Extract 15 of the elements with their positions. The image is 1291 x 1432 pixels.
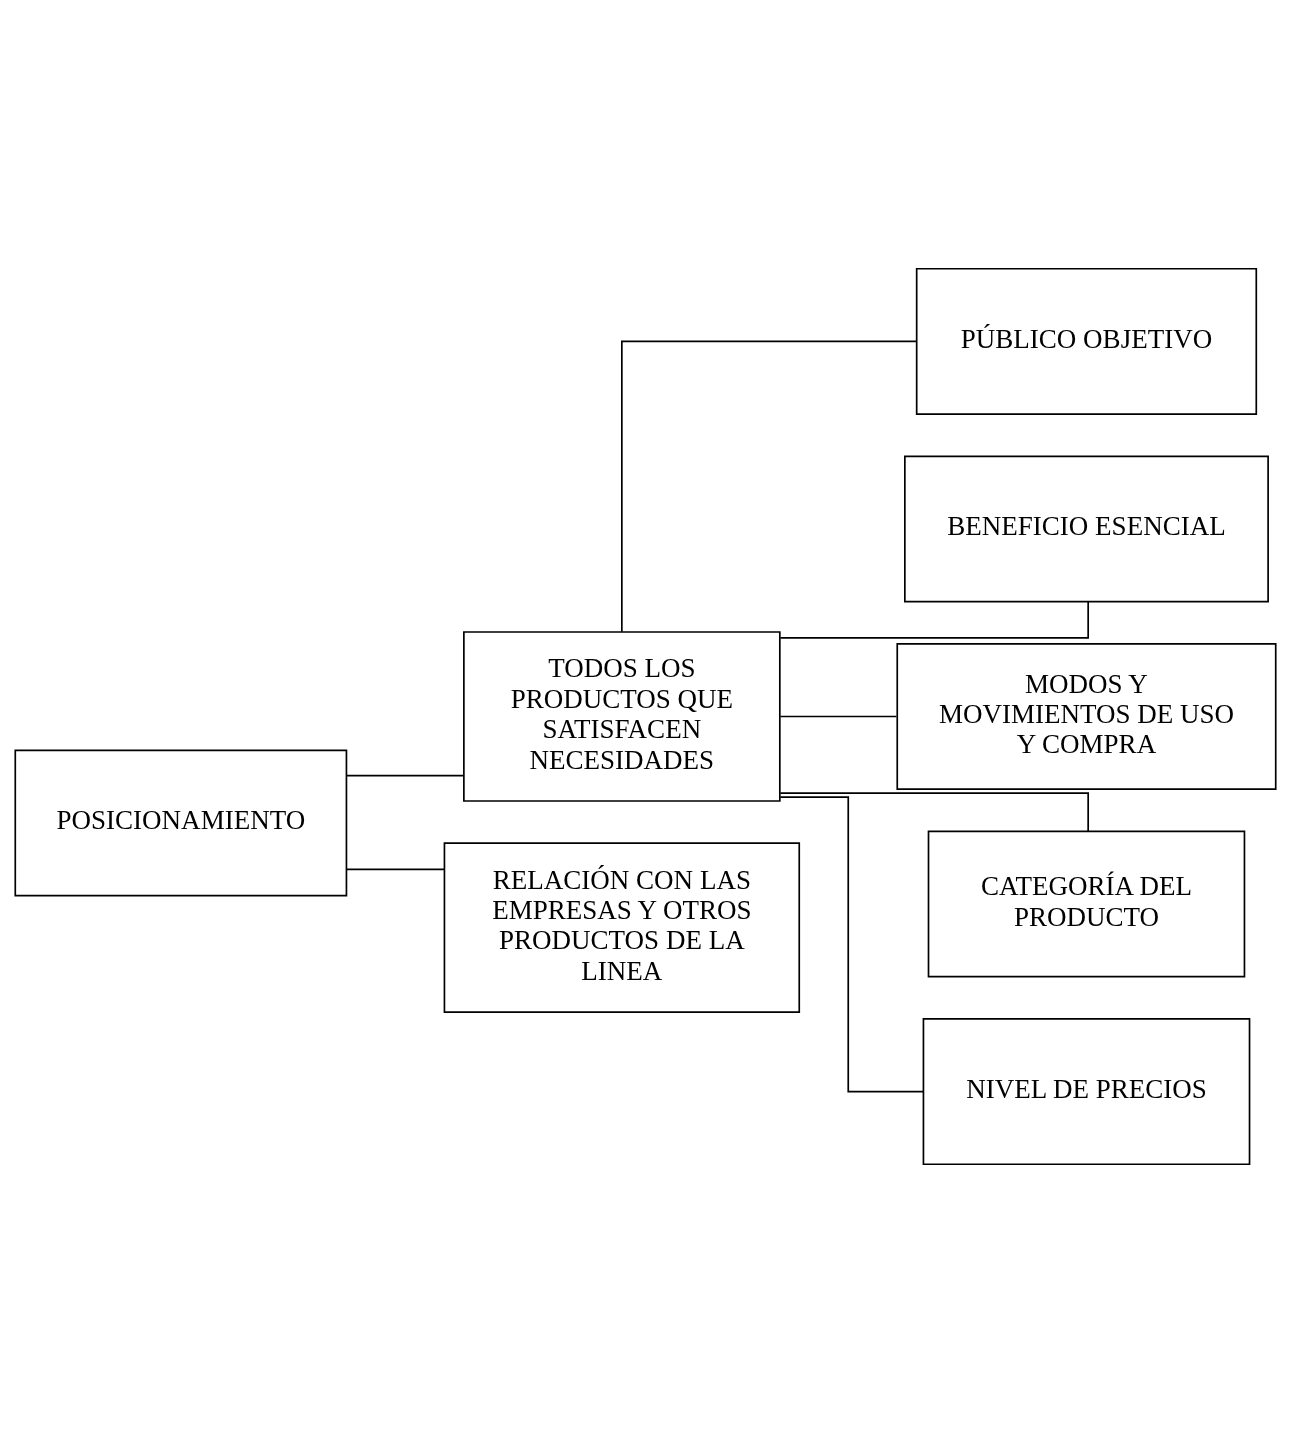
node-box: NIVEL DE PRECIOS xyxy=(922,1017,1251,1165)
connector xyxy=(346,868,445,870)
connector xyxy=(779,715,898,717)
connector xyxy=(779,600,1089,639)
node-box: BENEFICIO ESENCIAL xyxy=(904,454,1269,602)
connector xyxy=(779,795,924,1092)
node-box: RELACIÓN CON LAS EMPRESAS Y OTROS PRODUCTOS DE LA LINEA xyxy=(443,841,801,1013)
node-box: MODOS Y MOVIMIENTOS DE USO Y COMPRA xyxy=(896,642,1277,790)
node-box: CATEGORÍA DEL PRODUCTO xyxy=(927,830,1246,978)
node-box: PÚBLICO OBJETIVO xyxy=(915,267,1258,415)
node-box: POSICIONAMIENTO xyxy=(14,748,348,896)
connector xyxy=(779,791,1089,832)
node-box: TODOS LOS PRODUCTOS QUE SATISFACEN NECESIDADES xyxy=(463,630,781,802)
connector xyxy=(621,340,917,633)
connector xyxy=(346,774,465,776)
